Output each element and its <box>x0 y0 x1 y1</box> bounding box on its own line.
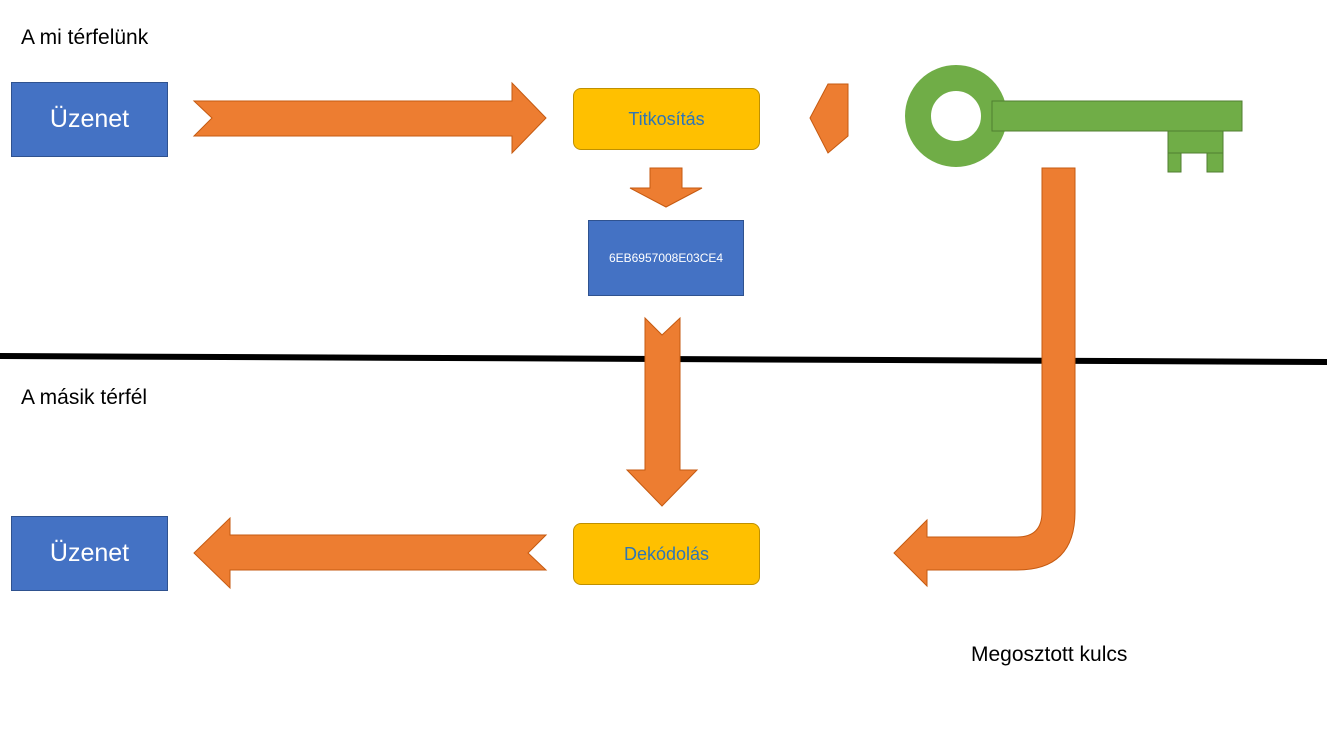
arrow-cipher-to-decode <box>625 316 699 507</box>
arrow-key-to-encrypt <box>809 83 849 154</box>
key-icon <box>905 65 1243 173</box>
decode-box: Dekódolás <box>573 523 760 585</box>
bottom-side-label: A másik térfél <box>21 386 148 409</box>
arrow-message-to-encrypt <box>192 81 547 155</box>
arrow-encrypt-to-cipher <box>629 167 703 208</box>
encrypt-box: Titkosítás <box>573 88 760 150</box>
ciphertext-box: 6EB6957008E03CE4 <box>588 220 744 296</box>
top-side-label: A mi térfelünk <box>21 26 149 49</box>
shared-key-label: Megosztott kulcs <box>971 643 1128 666</box>
arrow-decode-to-message <box>193 516 548 590</box>
message-box-top: Üzenet <box>11 82 168 157</box>
message-box-bottom: Üzenet <box>11 516 168 591</box>
arrow-key-to-decode <box>893 167 1076 588</box>
